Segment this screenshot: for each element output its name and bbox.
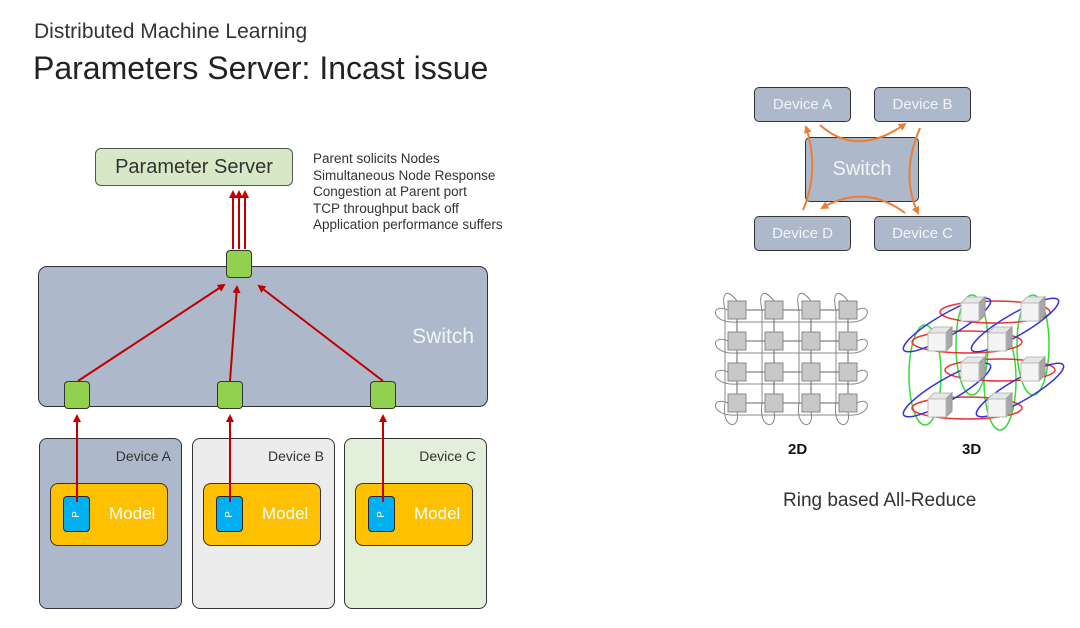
torus-3d-node [1019,295,1047,323]
parameter-box: P [368,496,395,532]
device-label: Device C [419,448,476,464]
model-box: P Model [50,483,168,546]
ring-device-c: Device C [874,216,971,251]
ring-device-label: Device D [772,225,833,242]
parameter-server-label: Parameter Server [115,155,273,178]
ring-red [911,396,1023,420]
model-box: P Model [355,483,473,546]
torus-2d-diagram [714,292,868,426]
ring-switch: Switch [805,137,919,202]
torus-node [801,393,821,413]
switch-uplink-port [226,250,252,278]
torus-node [727,393,747,413]
ring-arrow-b-to-c [908,127,921,215]
ring-caption: Ring based All-Reduce [783,490,977,511]
torus-node [801,362,821,382]
ring-red [911,330,1023,354]
incast-arrows [73,190,387,502]
model-label: Model [262,504,309,523]
torus-3d-node [959,295,987,323]
ring-switch-label: Switch [832,158,892,180]
ring-arrow-d-to-a [802,125,814,211]
note-line: Simultaneous Node Response [313,167,496,183]
device-a: Device A P Model [39,438,182,609]
model-label: Model [414,504,461,523]
device-label: Device B [267,448,324,464]
subtitle: Distributed Machine Learning [34,20,308,43]
switch-port-c [370,381,396,409]
note-line: Application performance suffers [313,217,503,233]
torus-node [764,362,784,382]
torus-3d-node [926,325,954,353]
torus-3d-node [986,391,1014,419]
parameter-server-box: Parameter Server [95,148,293,186]
ring-green [908,324,942,426]
arrow-port-c-to-uplink [257,284,384,382]
ring-blue [975,362,1065,418]
torus-3d-diagram [902,294,1065,431]
torus-3d-node [959,355,987,383]
ring-arrow-a-to-b [819,122,907,143]
torus-node [838,300,858,320]
ring-blue [970,297,1060,353]
note-line: TCP throughput back off [313,200,459,216]
ring-device-label: Device A [772,96,833,113]
ring-device-label: Device B [892,96,953,113]
note-line: Congestion at Parent port [313,184,467,200]
ring-device-b: Device B [874,87,971,122]
ring-red [939,300,1051,324]
model-box: P Model [203,483,321,546]
topology-label-3d: 3D [962,441,982,458]
torus-node [764,393,784,413]
torus-3d-node [1019,355,1047,383]
torus-node [764,331,784,351]
note-line: Parent solicits Nodes [313,151,440,166]
device-b: Device B P Model [192,438,335,609]
ring-device-d: Device D [754,216,851,251]
torus-node [727,300,747,320]
torus-node [838,393,858,413]
torus-node [764,300,784,320]
torus-node [801,331,821,351]
switch-port-a [64,381,90,409]
ring-arrow-c-to-d [820,195,906,214]
torus-node [727,331,747,351]
arrow-port-a-to-uplink [77,283,226,382]
page-title: Parameters Server: Incast issue [33,50,489,86]
col-wrap-link [723,292,739,426]
incast-notes: Parent solicits Nodes Simultaneous Node … [313,151,503,234]
torus-3d-node [926,391,954,419]
torus-node [727,362,747,382]
ring-device-a: Device A [754,87,851,122]
torus-node [838,362,858,382]
ring-arrows [802,122,921,215]
switch-port-b [217,381,243,409]
torus-node [801,300,821,320]
switch-label: Switch [412,325,474,348]
device-c: Device C P Model [344,438,487,609]
torus-3d-node [986,325,1014,353]
ring-red [944,358,1056,382]
model-label: Model [109,504,156,523]
torus-node [838,331,858,351]
ring-device-label: Device C [892,225,953,242]
device-label: Device A [115,448,171,464]
arrow-port-b-to-uplink [229,285,241,382]
topology-label-2d: 2D [788,441,808,458]
